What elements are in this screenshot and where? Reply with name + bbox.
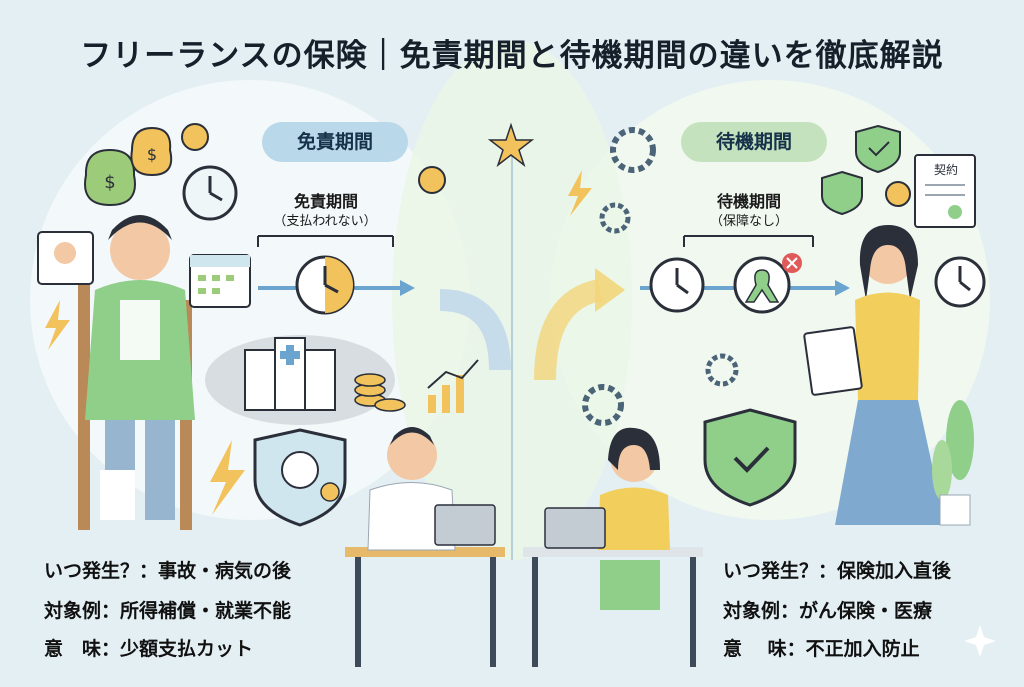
clock-icon — [182, 165, 238, 221]
shield-check-icon — [855, 124, 901, 174]
injured-man-figure — [78, 215, 195, 530]
right-info-examples: 対象例：がん保険・医療 — [723, 600, 933, 622]
lightning-icon — [210, 440, 245, 515]
gear-icon — [599, 202, 631, 234]
calendar-icon — [189, 254, 251, 308]
gear-icon — [705, 353, 739, 387]
svg-text:$: $ — [104, 172, 115, 193]
half-clock-icon — [295, 255, 355, 315]
page-title: フリーランスの保険｜免責期間と待機期間の違いを徹底解説 — [80, 38, 944, 74]
coin-icon — [181, 123, 209, 151]
curved-arrow-left — [439, 289, 511, 371]
coin-stack-icon — [354, 373, 406, 412]
right-info-meaning: 意 味：不正加入防止 — [723, 638, 920, 660]
coin-icon — [418, 166, 446, 194]
right-info-when: いつ発生？：保険加入直後 — [723, 560, 952, 582]
left-info-when: いつ発生？：事故・病気の後 — [44, 560, 292, 582]
svg-text:$: $ — [147, 145, 157, 164]
star-icon — [487, 122, 535, 168]
left-info-examples: 対象例：所得補償・就業不能 — [44, 600, 292, 622]
lightning-icon — [45, 300, 70, 350]
money-bag-icon: $ $ — [84, 126, 173, 207]
gear-icon — [582, 384, 624, 426]
shield-clock-icon — [253, 428, 347, 527]
ribbon-icon — [733, 253, 802, 314]
shield-lightning-icon — [821, 170, 863, 216]
coin-icon — [885, 181, 911, 207]
woman-figure — [803, 225, 986, 525]
lightning-icon — [568, 170, 592, 216]
timeline-left-label: 免責期間 — [293, 192, 358, 211]
badge-waiting-period: 待機期間 — [681, 122, 827, 162]
left-info-meaning: 意 味：少額支払カット — [44, 638, 254, 660]
sparkle-icon — [964, 625, 996, 657]
desk-right — [523, 427, 703, 667]
contract-document-icon: 契約 — [914, 154, 976, 228]
gear-icon — [610, 127, 656, 173]
desk-left — [345, 427, 505, 667]
plant-icon — [932, 400, 974, 526]
bar-chart-icon — [427, 359, 479, 413]
curved-arrow-right — [534, 279, 603, 381]
timeline-right-sublabel: （保障なし） — [709, 214, 788, 229]
timeline-left-sublabel: （支払われない） — [273, 214, 377, 229]
badge-exemption-period: 免責期間 — [262, 122, 408, 162]
timeline-right-label: 待機期間 — [716, 192, 781, 211]
hospital-icon — [205, 335, 395, 425]
contract-label: 契約 — [934, 162, 958, 177]
shield-check-icon — [703, 408, 797, 507]
clock-icon — [649, 257, 705, 313]
